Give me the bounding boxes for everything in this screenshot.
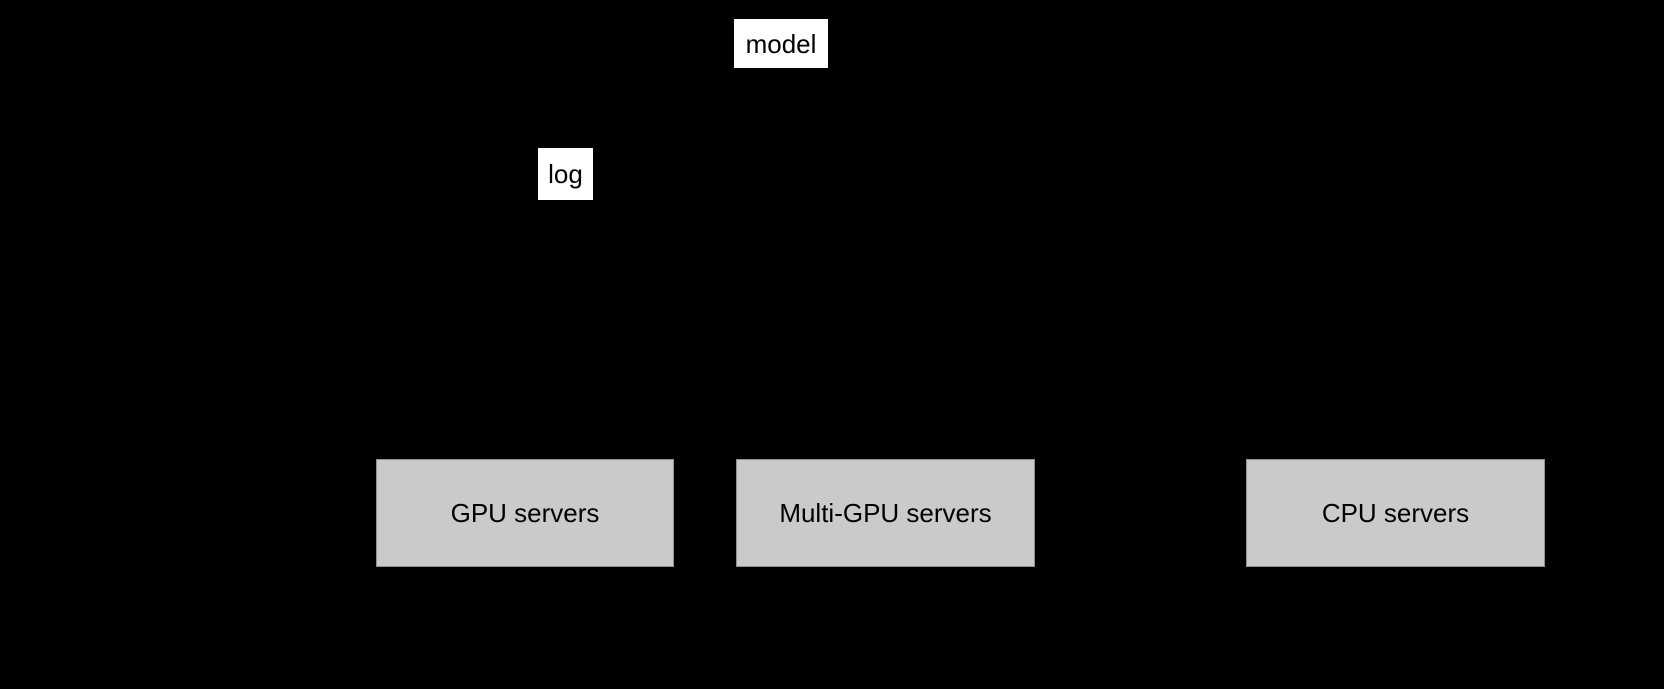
node-gpu-servers: GPU servers [376, 459, 674, 567]
node-cpu-servers: CPU servers [1246, 459, 1545, 567]
node-cpu-servers-label: CPU servers [1321, 498, 1470, 528]
node-gpu-servers-label: GPU servers [450, 498, 600, 528]
node-multi-gpu-servers-label: Multi-GPU servers [779, 498, 992, 528]
node-log: log [538, 148, 593, 200]
node-multi-gpu-servers: Multi-GPU servers [736, 459, 1035, 567]
node-model: model [734, 19, 828, 68]
node-log-label: log [548, 159, 583, 189]
node-model-label: model [745, 28, 817, 59]
